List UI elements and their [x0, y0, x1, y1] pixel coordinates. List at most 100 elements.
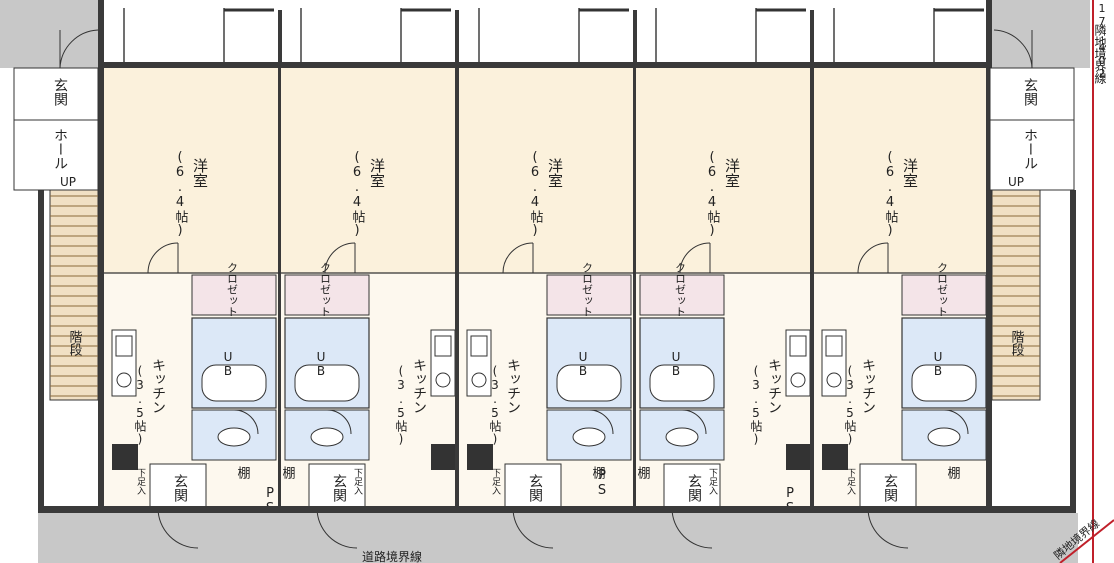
stove-burner: [471, 372, 487, 388]
toilet-door: [233, 409, 259, 435]
western-room-label: 洋室: [723, 158, 741, 188]
room-door: [324, 242, 356, 274]
western-room-label: 洋室: [368, 158, 386, 188]
site-dimension: 17.402: [1096, 2, 1109, 80]
kitchen-label: キッチン: [505, 358, 521, 414]
stove-burner: [435, 372, 451, 388]
unit-3: 洋室(6.4帖) クロゼット UB キッチン(3.5帖) 棚玄関 下足入: [459, 8, 637, 549]
outside-top-right: [990, 0, 1090, 68]
room-door: [147, 242, 179, 274]
units: 洋室(6.4帖)クロゼットUBキッチン(3.5帖)棚玄関下足入洋室(6.4帖)ク…: [104, 8, 992, 549]
bathtub: [201, 364, 267, 402]
western-room-label: 洋室: [901, 158, 919, 188]
right-stair-core: [989, 29, 1075, 401]
room-door: [502, 242, 534, 274]
left-entrance-label: 玄関: [52, 77, 68, 107]
bathtub: [556, 364, 622, 402]
kitchen-size: (3.5帖): [843, 364, 857, 446]
western-room-label: 洋室: [546, 158, 564, 188]
closet: [191, 274, 277, 316]
ps-label: PS: [595, 468, 610, 498]
toilet: [572, 427, 606, 447]
shelf-label: 棚: [280, 466, 296, 479]
closet: [546, 274, 632, 316]
stove-burner: [826, 372, 842, 388]
ub-label: UB: [669, 350, 683, 378]
shelf-label: 棚: [945, 466, 961, 479]
shoe-box-label: 下足入: [352, 468, 363, 495]
kitchen-size: (3.5帖): [488, 364, 502, 446]
ub-label: UB: [314, 350, 328, 378]
ub-label: UB: [931, 350, 945, 378]
kitchen-label: キッチン: [766, 358, 782, 414]
kitchen-label: キッチン: [860, 358, 876, 414]
ub-label: UB: [221, 350, 235, 378]
left-stair-steps: [50, 195, 98, 397]
closet-label: クロゼット: [581, 262, 594, 317]
sink: [789, 335, 807, 357]
right-stairs-label: 階段: [1009, 330, 1025, 356]
western-room-size: (6.4帖): [350, 150, 366, 238]
shoe-box-label: 下足入: [490, 468, 501, 495]
right-entrance-label: 玄関: [1022, 77, 1038, 107]
western-room-size: (6.4帖): [528, 150, 544, 238]
room-door: [679, 242, 711, 274]
western-room-size: (6.4帖): [705, 150, 721, 238]
party-wall: [810, 10, 814, 510]
ub-label: UB: [576, 350, 590, 378]
entrance-label: 玄関: [686, 473, 702, 503]
kitchen-size: (3.5帖): [394, 364, 408, 446]
left-stair-core: [13, 29, 99, 401]
western-room-label: 洋室: [191, 158, 209, 188]
shelf-label: 棚: [590, 466, 606, 479]
road-boundary-label: 道路境界線: [362, 549, 422, 563]
stove-burner: [790, 372, 806, 388]
entrance: [663, 463, 721, 509]
party-wall: [455, 10, 459, 510]
western-room-floor: [104, 68, 280, 273]
stove-burner: [116, 372, 132, 388]
closet: [284, 274, 370, 316]
bathtub: [294, 364, 360, 402]
appliance: [822, 444, 848, 470]
toilet-door: [588, 409, 614, 435]
appliance: [786, 444, 812, 470]
sink: [470, 335, 488, 357]
sink: [434, 335, 452, 357]
kitchen-label: キッチン: [150, 358, 166, 414]
closet-label: クロゼット: [674, 262, 687, 317]
closet-label: クロゼット: [936, 262, 949, 317]
entrance: [149, 463, 207, 509]
room-door: [857, 242, 889, 274]
toilet-door: [681, 409, 707, 435]
right-hall-label: ホール: [1022, 128, 1038, 170]
western-room-floor: [814, 68, 990, 273]
entrance-label: 玄関: [331, 473, 347, 503]
shoe-box-label: 下足入: [135, 468, 146, 495]
kitchen-size: (3.5帖): [133, 364, 147, 446]
appliance: [431, 444, 457, 470]
closet: [639, 274, 725, 316]
appliance: [112, 444, 138, 470]
party-wall: [278, 10, 282, 510]
closet-label: クロゼット: [319, 262, 332, 317]
toilet: [217, 427, 251, 447]
right-up-label: UP: [1008, 175, 1024, 189]
entrance-door: [512, 507, 554, 549]
shoe-box-label: 下足入: [845, 468, 856, 495]
entrance-door: [867, 507, 909, 549]
bathtub: [911, 364, 977, 402]
sink: [115, 335, 133, 357]
entrance-label: 玄関: [527, 473, 543, 503]
kitchen-size: (3.5帖): [749, 364, 763, 446]
entrance-label: 玄関: [882, 473, 898, 503]
outer-walls: [38, 0, 1076, 513]
left-up-label: UP: [60, 175, 76, 189]
outside-top-left: [0, 0, 100, 68]
western-room-floor: [281, 68, 457, 273]
left-hall-label: ホール: [52, 128, 68, 170]
site-boundary-label: 隣地境界線: [1093, 23, 1107, 84]
entrance: [308, 463, 366, 509]
